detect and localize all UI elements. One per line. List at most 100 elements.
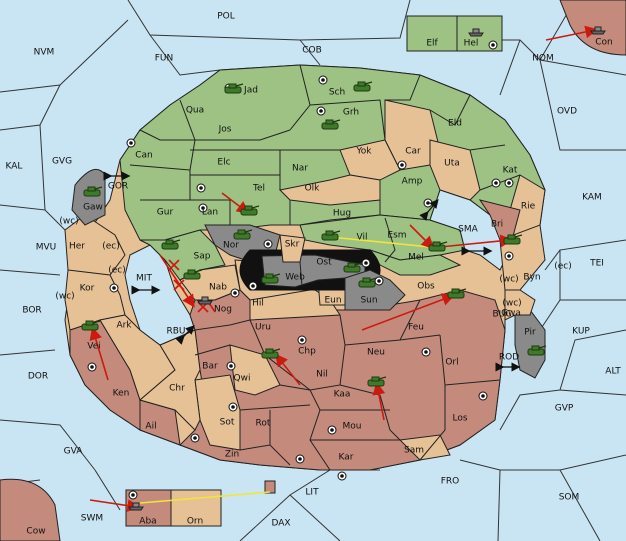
sea-label-mvu: MVU <box>36 243 57 253</box>
supply-center-dot <box>298 457 302 461</box>
supply-center-dot <box>494 181 498 185</box>
province-label-mou: Mou <box>343 422 362 432</box>
sea-label-kam: KAM <box>582 193 602 203</box>
sea-links <box>103 171 521 372</box>
army-unit-web[interactable] <box>261 273 281 284</box>
sea-label-lit: LIT <box>305 488 319 498</box>
province-label-feu: Feu <box>408 323 424 333</box>
sea-label-fun: FUN <box>155 54 174 64</box>
coast-label-kor-ec: (ec) <box>108 266 126 276</box>
army-unit-sap[interactable] <box>161 239 181 250</box>
fleet-unit-con[interactable] <box>590 26 606 35</box>
supply-center-dot <box>129 141 133 145</box>
supply-center-dot <box>231 405 235 409</box>
supply-center-dot <box>90 365 94 369</box>
province-label-car: Car <box>405 147 421 157</box>
province-label-olk: Olk <box>305 184 321 194</box>
province-label-ail: Ail <box>145 422 156 432</box>
province-gwa <box>504 289 536 321</box>
province-orn <box>170 489 222 527</box>
army-unit-nab[interactable] <box>183 269 203 280</box>
province-qwi <box>229 344 281 396</box>
province-label-nar: Nar <box>292 164 308 174</box>
coast-label-her-wc: (wc) <box>59 217 78 227</box>
supply-center-dot <box>193 436 197 440</box>
sea-label-mit: MIT <box>136 274 152 284</box>
province-label-nab: Nab <box>209 283 227 293</box>
army-unit-bri[interactable] <box>503 234 523 245</box>
province-label-kor: Kor <box>80 284 95 294</box>
sea-label-kal: KAL <box>6 162 23 172</box>
fleet-unit-hel[interactable] <box>468 28 484 37</box>
province-label-bri: Bri <box>491 220 503 230</box>
province-label-zin: Zin <box>225 450 239 460</box>
supply-center-dot <box>300 338 304 342</box>
province-label-her: Her <box>69 242 85 252</box>
province-label-nor: Nor <box>223 241 239 251</box>
province-label-qwi: Qwi <box>234 374 251 384</box>
supply-center-dot <box>377 279 381 283</box>
sea-label-tei: TEI <box>589 259 604 269</box>
fleet-unit-nog[interactable] <box>197 296 213 305</box>
supply-center-dot <box>330 428 334 432</box>
supply-center-dot <box>319 109 323 113</box>
province-label-hel: Hel <box>464 39 479 49</box>
province-label-hug: Hug <box>333 209 351 219</box>
supply-centers <box>87 40 514 500</box>
sea-label-sma: SMA <box>458 225 478 235</box>
fleet-unit-aba[interactable] <box>128 502 144 511</box>
support-lines <box>139 236 431 504</box>
army-unit-kaa[interactable] <box>367 376 387 387</box>
army-unit-nor[interactable] <box>233 229 253 240</box>
army-unit-chp[interactable] <box>261 348 281 359</box>
army-unit-ost[interactable] <box>343 262 363 273</box>
sea-label-rod: ROD <box>499 353 519 363</box>
province-label-amp: Amp <box>402 177 423 187</box>
army-unit-esm[interactable] <box>428 241 448 252</box>
army-unit-sch[interactable] <box>353 81 373 92</box>
province-label-sam: Sam <box>404 446 424 456</box>
supply-center-dot <box>364 261 368 265</box>
province-label-gaw: Gaw <box>83 203 103 213</box>
province-label-orn: Orn <box>187 517 203 527</box>
supply-center-dot <box>481 394 485 398</box>
province-label-mel: Mel <box>408 253 424 263</box>
coast-label-byn-wc: (wc) <box>499 275 518 285</box>
province-label-gur: Gur <box>157 208 174 218</box>
province-label-uru: Uru <box>255 323 271 333</box>
supply-center-dot <box>400 163 404 167</box>
army-unit-gaw[interactable] <box>83 186 103 197</box>
army-unit-sun[interactable] <box>358 277 378 288</box>
army-unit-vil[interactable] <box>321 230 341 241</box>
province-label-uta: Uta <box>444 159 460 169</box>
sea-label-gva: GVA <box>64 447 84 457</box>
province-label-chr: Chr <box>169 384 185 394</box>
province-label-qua: Qua <box>186 106 204 116</box>
province-label-lan: Lan <box>202 208 218 218</box>
province-mel <box>368 249 462 276</box>
province-yok <box>339 139 401 181</box>
province-sun <box>344 269 406 311</box>
army-unit-jad[interactable] <box>224 83 244 94</box>
province-label-elf: Elf <box>426 39 438 49</box>
army-unit-pir[interactable] <box>527 345 547 356</box>
army-unit-grh[interactable] <box>321 119 341 130</box>
army-unit-lan[interactable] <box>240 205 260 216</box>
army-unit-vei[interactable] <box>81 320 101 331</box>
supply-center-dot <box>233 291 237 295</box>
sea-label-fro: FRO <box>441 477 460 487</box>
sea-label-rbu: RBU <box>166 327 185 337</box>
province-label-vei: Vei <box>87 342 101 352</box>
supply-center-dot <box>424 350 428 354</box>
border-web-ost <box>299 261 303 287</box>
sea-label-pol: POL <box>217 12 235 22</box>
supply-center-dot <box>199 186 203 190</box>
sea-label-alt: ALT <box>605 367 621 377</box>
army-unit-obs[interactable] <box>447 288 467 299</box>
province-label-yok: Yok <box>355 147 372 157</box>
province-label-ken: Ken <box>113 389 130 399</box>
province-label-rie: Rie <box>521 202 536 212</box>
province-elf <box>406 15 458 52</box>
sea-label-gvg: GVG <box>52 157 72 167</box>
